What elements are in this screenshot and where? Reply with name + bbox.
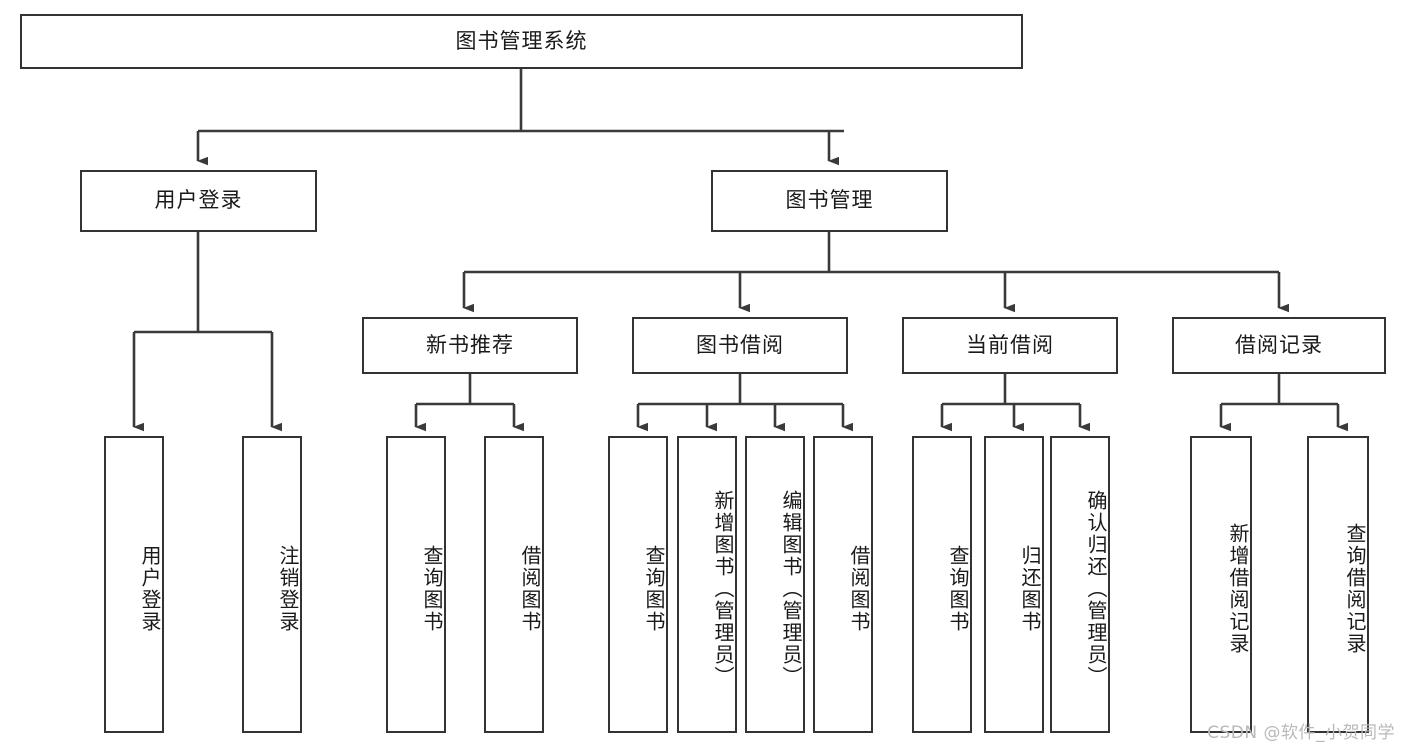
node-book-borrow-label: 图书借阅 (696, 332, 784, 357)
node-leaf-borrow-book-1[interactable]: 借阅图书 (484, 436, 544, 733)
node-borrow-record-label: 借阅记录 (1235, 332, 1323, 357)
node-leaf-edit-book-label: 编辑图书（管理员） (779, 489, 803, 688)
node-leaf-user-login[interactable]: 用户登录 (104, 436, 164, 733)
node-new-book-recommend[interactable]: 新书推荐 (362, 317, 578, 374)
node-root-label: 图书管理系统 (455, 28, 588, 53)
node-leaf-query-book-2[interactable]: 查询图书 (608, 436, 668, 733)
node-leaf-logout-login[interactable]: 注销登录 (242, 436, 302, 733)
node-leaf-user-login-label: 用户登录 (138, 544, 162, 633)
node-leaf-borrow-book-2-label: 借阅图书 (847, 544, 871, 633)
node-leaf-confirm-return[interactable]: 确认归还（管理员） (1050, 436, 1110, 733)
node-leaf-add-book[interactable]: 新增图书（管理员） (677, 436, 737, 733)
node-leaf-borrow-book-1-label: 借阅图书 (518, 544, 542, 633)
node-leaf-query-book-2-label: 查询图书 (642, 544, 666, 633)
node-book-borrow[interactable]: 图书借阅 (632, 317, 848, 374)
node-new-book-recommend-label: 新书推荐 (426, 332, 514, 357)
node-book-manage[interactable]: 图书管理 (711, 170, 948, 232)
node-leaf-query-borrow-record[interactable]: 查询借阅记录 (1307, 436, 1369, 733)
watermark: CSDN @软件_小贺同学 (1207, 723, 1395, 743)
node-leaf-query-book-3[interactable]: 查询图书 (912, 436, 972, 733)
node-leaf-edit-book[interactable]: 编辑图书（管理员） (745, 436, 805, 733)
node-leaf-query-book-1-label: 查询图书 (420, 544, 444, 633)
node-leaf-query-book-1[interactable]: 查询图书 (386, 436, 446, 733)
node-leaf-return-book[interactable]: 归还图书 (984, 436, 1044, 733)
node-leaf-query-book-3-label: 查询图书 (946, 544, 970, 633)
node-borrow-record[interactable]: 借阅记录 (1172, 317, 1386, 374)
node-user-login-label: 用户登录 (154, 188, 243, 213)
node-current-borrow[interactable]: 当前借阅 (902, 317, 1118, 374)
node-user-login[interactable]: 用户登录 (80, 170, 317, 232)
node-leaf-query-borrow-record-label: 查询借阅记录 (1343, 522, 1367, 655)
node-leaf-add-book-label: 新增图书（管理员） (711, 489, 735, 688)
node-book-manage-label: 图书管理 (785, 188, 874, 213)
node-leaf-add-borrow-record[interactable]: 新增借阅记录 (1190, 436, 1252, 733)
node-current-borrow-label: 当前借阅 (966, 332, 1054, 357)
node-leaf-confirm-return-label: 确认归还（管理员） (1084, 489, 1108, 688)
node-leaf-logout-login-label: 注销登录 (276, 544, 300, 633)
node-leaf-add-borrow-record-label: 新增借阅记录 (1226, 522, 1250, 655)
node-leaf-borrow-book-2[interactable]: 借阅图书 (813, 436, 873, 733)
node-root[interactable]: 图书管理系统 (20, 14, 1023, 69)
node-leaf-return-book-label: 归还图书 (1018, 544, 1042, 633)
